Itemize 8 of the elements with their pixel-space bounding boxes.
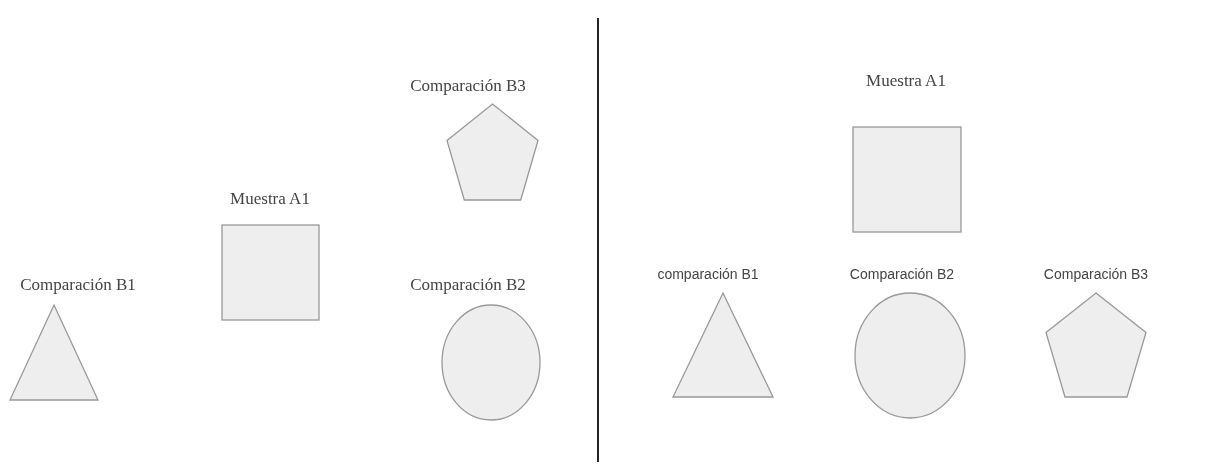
shape-label: Muestra A1 <box>230 189 310 209</box>
shape-label: Comparación B2 <box>849 266 955 282</box>
shape-label: Comparación B1 <box>20 275 136 295</box>
shape-label: Comparación B3 <box>1043 266 1149 282</box>
shape-label: comparación B1 <box>657 266 759 282</box>
shape-label: Comparación B2 <box>410 275 526 295</box>
shape-label: Muestra A1 <box>866 71 946 91</box>
shape-label: Comparación B3 <box>410 76 526 96</box>
